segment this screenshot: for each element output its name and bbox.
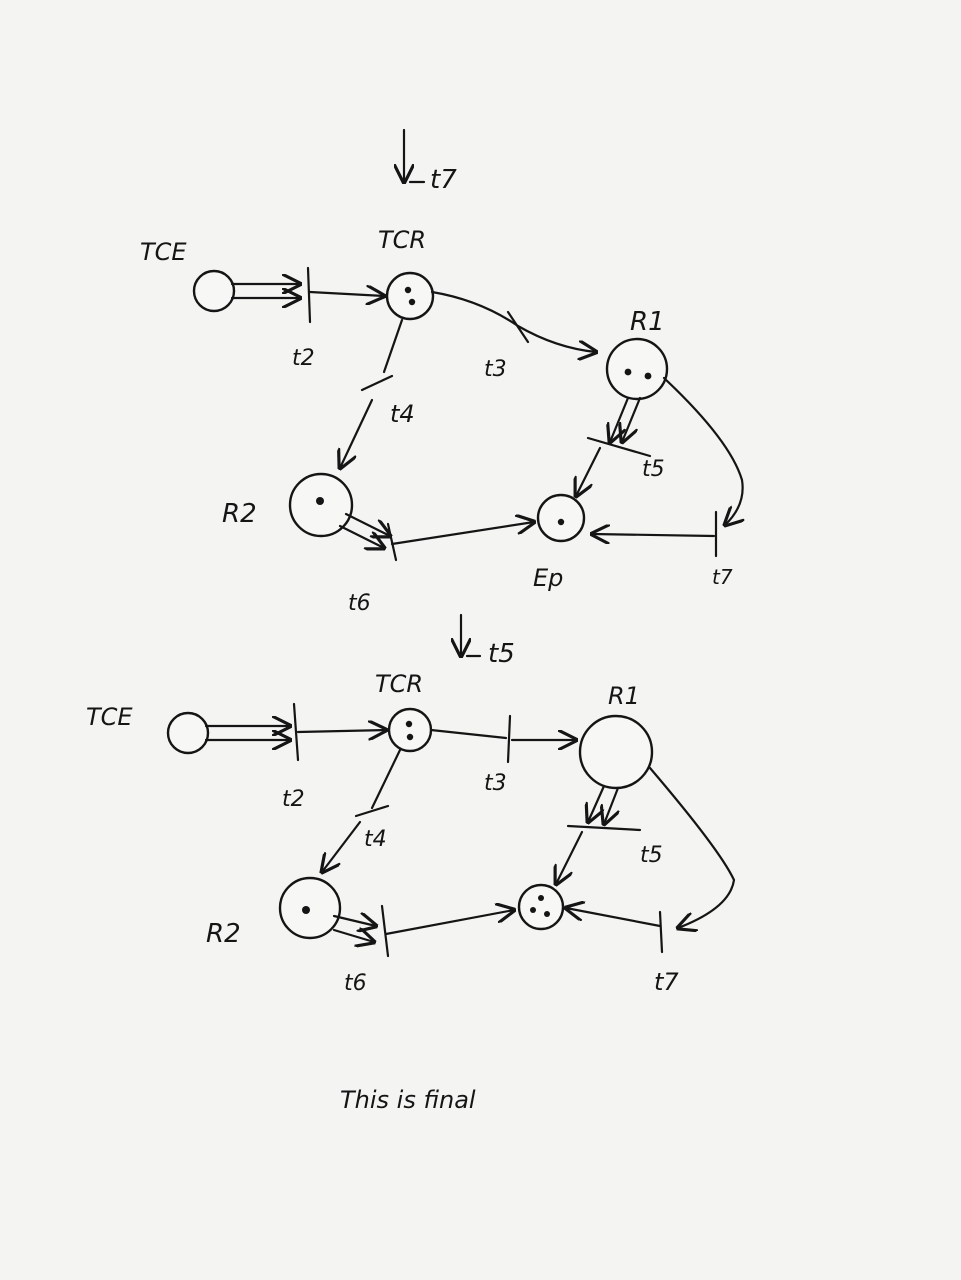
token [404, 286, 412, 294]
transition-label-t3: t3 [484, 357, 507, 382]
arc-r1-t7 [648, 766, 736, 928]
transition-t6 [380, 904, 390, 958]
place-tcr [387, 707, 433, 753]
transition-label-t6: t6 [344, 971, 367, 996]
place-label-r2: R2 [206, 919, 241, 949]
place-r2 [278, 876, 342, 940]
arc-r1-t5 [588, 784, 606, 822]
arc-tcr-t4 [382, 318, 404, 374]
place-label-tcr: TCR [375, 670, 423, 698]
arc-tcr-t4 [370, 748, 402, 810]
firing-label-top: t7 [430, 165, 457, 195]
token [557, 518, 565, 526]
place-tce [166, 711, 210, 755]
place-label-r2: R2 [222, 499, 257, 529]
token [538, 895, 544, 901]
token [302, 906, 310, 914]
arc-r2-t6 [344, 512, 390, 536]
transition-label-t3: t3 [484, 771, 507, 796]
place-label-tce: TCE [140, 238, 187, 266]
transition-t5 [566, 824, 642, 832]
transition-t6 [386, 522, 398, 562]
token [624, 368, 632, 376]
place-label-r1: R1 [630, 307, 665, 337]
token [406, 733, 414, 741]
arc-t6-ep [390, 522, 534, 546]
arc-r1-t5 [610, 396, 630, 442]
token [530, 907, 536, 913]
transition-label-t5: t5 [640, 843, 663, 868]
token [405, 720, 413, 728]
arc-t5-ep [556, 830, 584, 884]
arc-r2-t6 [332, 916, 376, 926]
arc-r2-t6 [332, 930, 374, 942]
token [544, 911, 550, 917]
place-tcr [385, 271, 435, 321]
arc-t4-r2 [340, 398, 374, 468]
token [316, 497, 324, 505]
footer-note: This is final [340, 1086, 476, 1114]
transition-label-t4: t4 [364, 827, 387, 852]
place-ep [536, 493, 586, 543]
place-r1 [578, 714, 654, 790]
bottom-net: t5 TCE TCR R1 R2 [86, 613, 736, 996]
place-ep [517, 883, 565, 931]
place-label-tce: TCE [86, 703, 133, 731]
place-tce [192, 269, 236, 313]
transition-label-t7: t7 [712, 565, 733, 589]
transition-label-t5: t5 [642, 457, 665, 482]
arc-t6-ep [384, 910, 514, 936]
firing-arrow-top [404, 128, 426, 182]
arc-tcr-t3 [430, 290, 520, 328]
arc-t2-tcr [308, 292, 384, 296]
token [408, 298, 416, 306]
place-r2 [288, 472, 354, 538]
transition-label-t4: t4 [390, 400, 415, 428]
place-label-tcr: TCR [378, 226, 426, 254]
place-label-ep: Ep [533, 564, 563, 592]
transition-label-t6: t6 [348, 591, 371, 616]
place-r1 [605, 337, 669, 401]
arc-t3-r1 [516, 324, 596, 352]
arc-tcr-t3 [429, 728, 508, 740]
firing-arrow-bottom [461, 613, 482, 656]
arc-t2-tcr [296, 730, 386, 732]
transition-t3 [506, 714, 512, 764]
place-label-r1: R1 [608, 682, 640, 710]
arc-r1-t5 [604, 786, 618, 824]
arc-t5-ep [576, 446, 602, 496]
transition-label-t2: t2 [292, 346, 315, 371]
arc-t7-ep [592, 534, 716, 536]
transition-label-t2: t2 [282, 787, 305, 812]
transition-t4 [354, 804, 390, 818]
firing-label-bottom: t5 [488, 639, 515, 669]
transition-t7 [658, 910, 664, 954]
token [644, 372, 652, 380]
arc-r1-t5 [622, 396, 642, 442]
transition-t3 [506, 310, 530, 344]
transition-label-t7: t7 [654, 968, 679, 996]
transition-t2 [292, 702, 300, 762]
transition-t2 [306, 266, 312, 324]
arc-t7-ep [566, 908, 662, 928]
transition-t4 [360, 374, 394, 392]
arc-t4-r2 [322, 820, 362, 872]
arc-r2-t6 [338, 524, 384, 548]
transition-t5 [586, 436, 652, 458]
arc-r1-t7 [662, 376, 743, 525]
top-net: t7 TCE TCR R1 R2 Ep [140, 128, 743, 616]
